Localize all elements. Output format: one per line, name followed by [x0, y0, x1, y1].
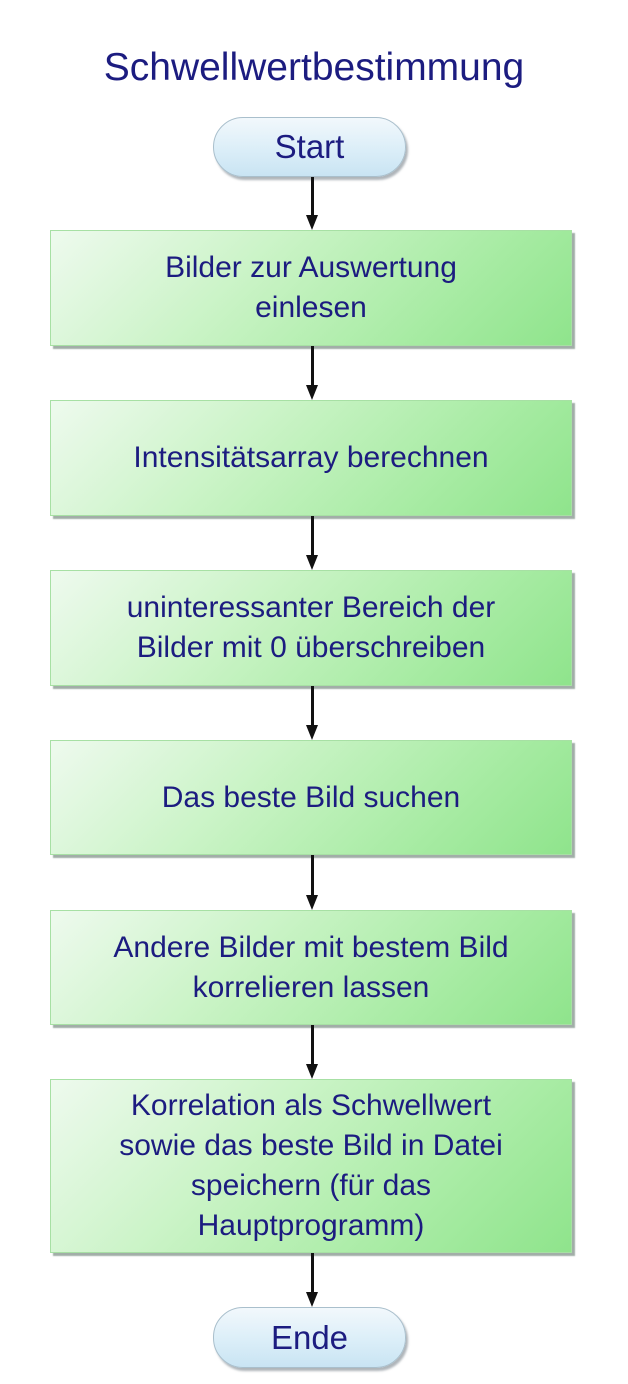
step-6-line-4: Hauptprogramm) [197, 1209, 425, 1242]
process-step-6: Korrelation als Schwellwert sowie das be… [50, 1079, 572, 1253]
step-3-line-2: Bilder mit 0 überschreiben [136, 631, 486, 664]
step-4-line-1: Das beste Bild suchen [161, 780, 461, 814]
end-label: Ende [270, 1318, 349, 1356]
arrow-down-icon [306, 177, 318, 230]
start-label: Start [274, 128, 345, 165]
process-step-5: Andere Bilder mit bestem Bild korreliere… [50, 910, 572, 1025]
process-step-3: uninteressanter Bereich der Bilder mit 0… [50, 570, 572, 686]
step-5-line-2: korrelieren lassen [192, 970, 430, 1004]
arrow-down-icon [306, 1253, 318, 1307]
arrow-down-icon [306, 346, 318, 400]
arrow-down-icon [306, 686, 318, 740]
step-5-line-1: Andere Bilder mit bestem Bild [113, 930, 509, 964]
arrow-down-icon [306, 1025, 318, 1079]
step-2-line-1: Intensitätsarray berechnen [133, 441, 489, 474]
arrow-down-icon [306, 516, 318, 570]
step-6-line-3: speichern (für das [190, 1169, 432, 1202]
step-1-line-1: Bilder zur Auswertung [165, 251, 457, 284]
arrow-down-icon [306, 855, 318, 910]
step-6-line-2: sowie das beste Bild in Datei [119, 1129, 503, 1162]
start-terminator: Start [213, 117, 406, 177]
process-step-4: Das beste Bild suchen [50, 740, 572, 855]
diagram-title: Schwellwertbestimmung [103, 46, 525, 89]
process-step-1: Bilder zur Auswertung einlesen [50, 230, 572, 346]
step-1-line-2: einlesen [255, 291, 367, 324]
end-terminator: Ende [213, 1307, 406, 1368]
step-6-line-1: Korrelation als Schwellwert [130, 1089, 492, 1122]
step-3-line-1: uninteressanter Bereich der [126, 591, 496, 624]
process-step-2: Intensitätsarray berechnen [50, 400, 572, 516]
